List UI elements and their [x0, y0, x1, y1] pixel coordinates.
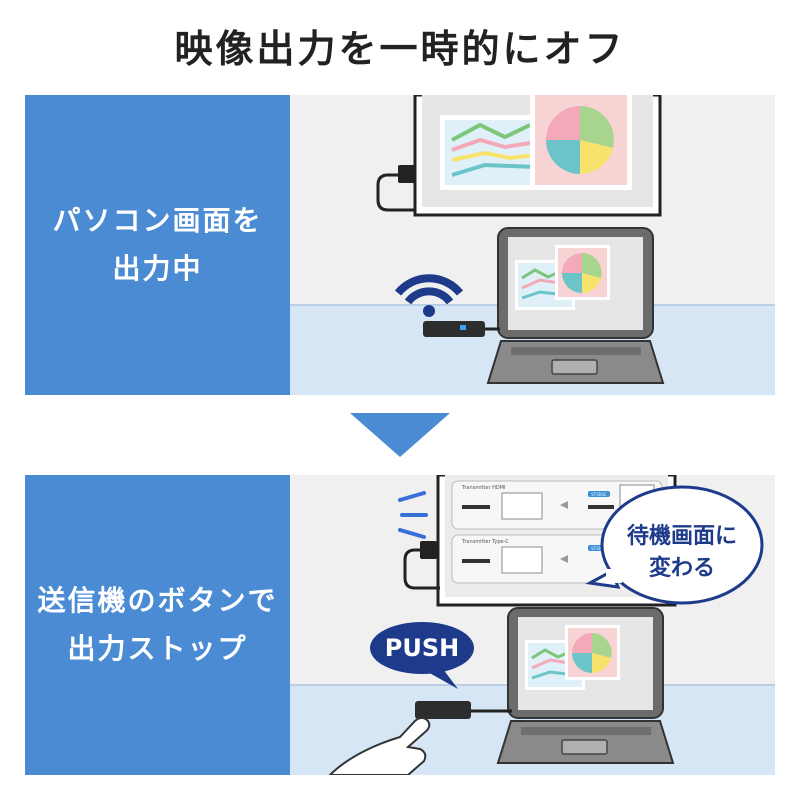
step-stop-line1: 送信機のボタンで [37, 584, 278, 617]
wifi-icon [394, 274, 464, 317]
step-output-line1: パソコン画面を [52, 204, 263, 237]
speech-bubble: 待機画面に 変わる [585, 485, 764, 605]
speech-bubble-line2: 変わる [649, 555, 715, 581]
transmitter-dongle [423, 321, 500, 337]
step-stop-panel: 送信機のボタンで 出力ストップ Transmitter HDMI Transmi… [25, 475, 775, 775]
step-output-label: パソコン画面を 出力中 [25, 95, 290, 395]
output-scene-illustration [290, 95, 775, 395]
down-arrow-icon [350, 413, 450, 457]
standby-badge-2: ST-DISC [591, 546, 607, 551]
transmitter-dongle [415, 701, 512, 719]
speech-bubble-line1: 待機画面に [627, 523, 737, 549]
page-title: 映像出力を一時的にオフ [174, 27, 626, 71]
step-output-line2: 出力中 [112, 252, 203, 285]
standby-row1-label: Transmitter HDMI [461, 485, 506, 491]
hand-icon [328, 717, 431, 775]
projector-screen [413, 95, 662, 217]
push-badge: PUSH [370, 622, 474, 689]
standby-badge-1: ST-DISC [591, 492, 607, 497]
standby-row2-label: Transmitter Type-C [461, 539, 509, 545]
step-output-panel: パソコン画面を 出力中 [25, 95, 775, 395]
receiver-dongle [376, 165, 415, 212]
step-stop-label: 送信機のボタンで 出力ストップ [25, 475, 290, 775]
receiver-dongle [403, 541, 440, 590]
push-label: PUSH [385, 634, 459, 662]
laptop [496, 607, 675, 764]
step-stop-line2: 出力ストップ [67, 632, 248, 665]
flash-lines-icon [398, 491, 428, 539]
laptop [486, 227, 665, 384]
stop-scene-illustration: Transmitter HDMI Transmitter Type-C ST-D… [290, 475, 775, 775]
